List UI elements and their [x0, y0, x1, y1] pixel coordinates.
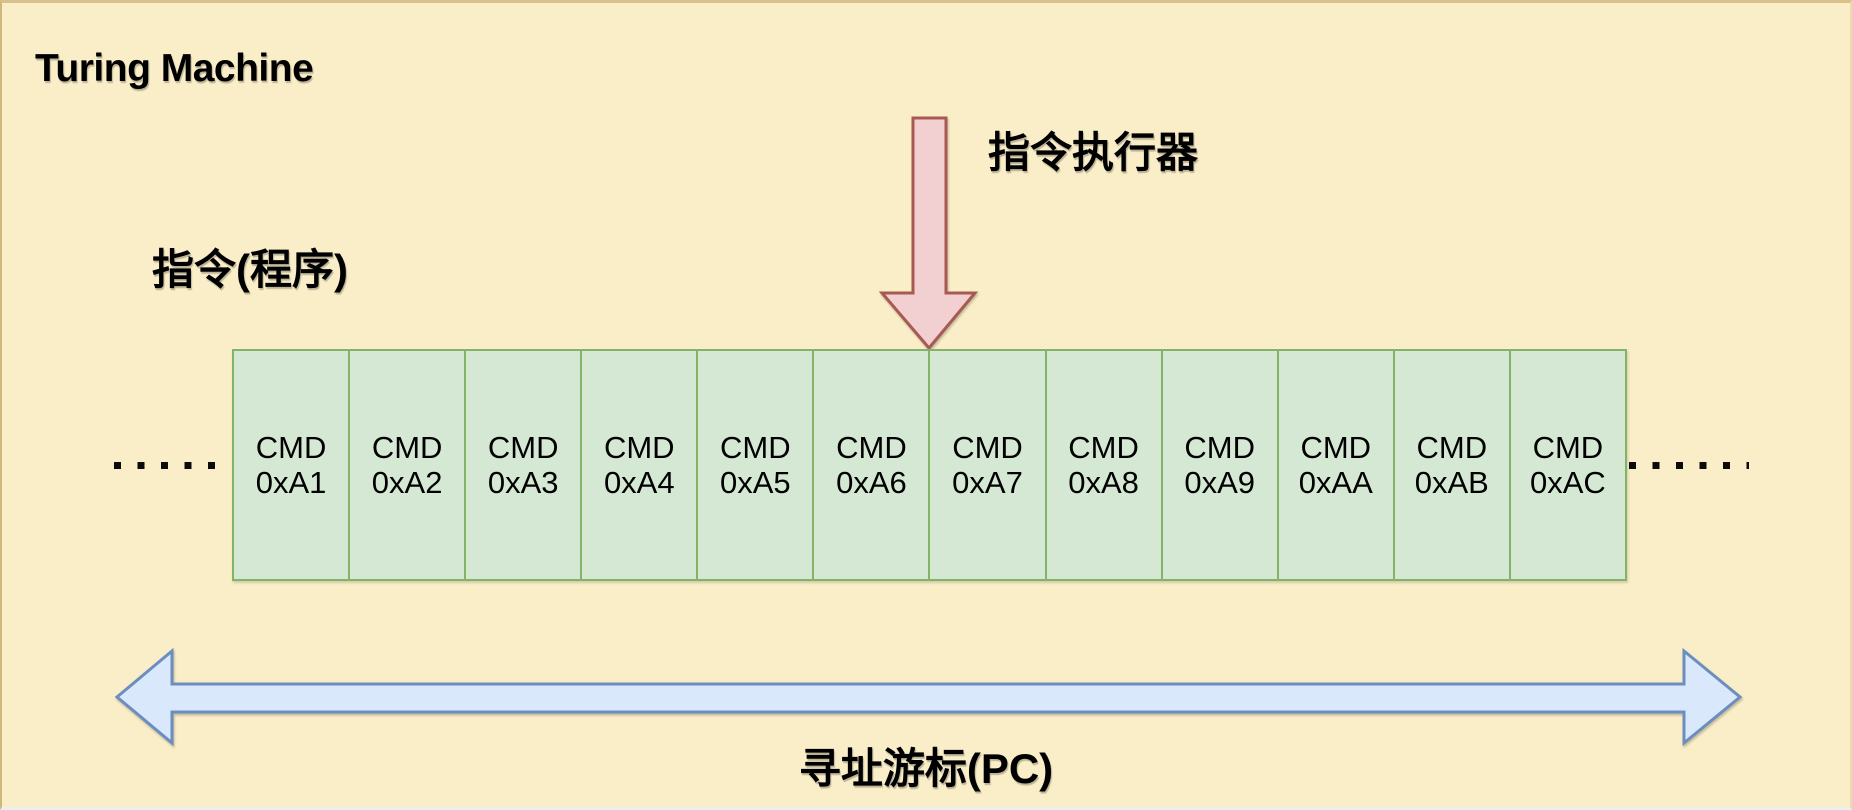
cell-addr-label: 0xA5 [720, 465, 791, 500]
cell-cmd-label: CMD [720, 430, 791, 465]
diagram-title: Turing Machine [35, 47, 314, 90]
cell-cmd-label: CMD [1532, 430, 1604, 465]
cell-cmd-label: CMD [255, 430, 327, 465]
cell-addr-label: 0xA9 [1184, 465, 1255, 500]
cell-addr-label: 0xA3 [487, 465, 559, 500]
cell-addr-label: 0xAA [1298, 465, 1373, 500]
cell-cmd-label: CMD [1068, 430, 1139, 465]
cell-addr-label: 0xA8 [1068, 465, 1139, 500]
cell-addr-label: 0xA6 [836, 465, 907, 500]
cell-addr-label: 0xAB [1414, 465, 1489, 500]
cell-cmd-label: CMD [836, 430, 907, 465]
pc-cursor-label: 寻址游标(PC) [798, 745, 1054, 792]
cell-cmd-label: CMD [952, 430, 1023, 465]
executor-label: 指令执行器 [988, 129, 1199, 176]
executor-down-arrow-icon [878, 116, 979, 351]
cell-addr-label: 0xA1 [255, 465, 327, 500]
cell-cmd-label: CMD [1416, 430, 1488, 465]
right-ellipsis-dots [1629, 462, 1749, 469]
cell-cmd-label: CMD [371, 430, 443, 465]
left-ellipsis-dots [114, 462, 218, 469]
cell-cmd-label: CMD [1184, 430, 1255, 465]
pc-range-double-arrow-icon [114, 647, 1743, 747]
cell-addr-label: 0xA4 [603, 465, 675, 500]
cell-addr-label: 0xA2 [371, 465, 443, 500]
cell-cmd-label: CMD [603, 430, 675, 465]
cell-addr-label: 0xAC [1529, 465, 1606, 500]
cell-cmd-label: CMD [1300, 430, 1372, 465]
cell-addr-label: 0xA7 [952, 465, 1023, 500]
cell-cmd-label: CMD [487, 430, 559, 465]
program-label: 指令(程序) [152, 246, 348, 293]
